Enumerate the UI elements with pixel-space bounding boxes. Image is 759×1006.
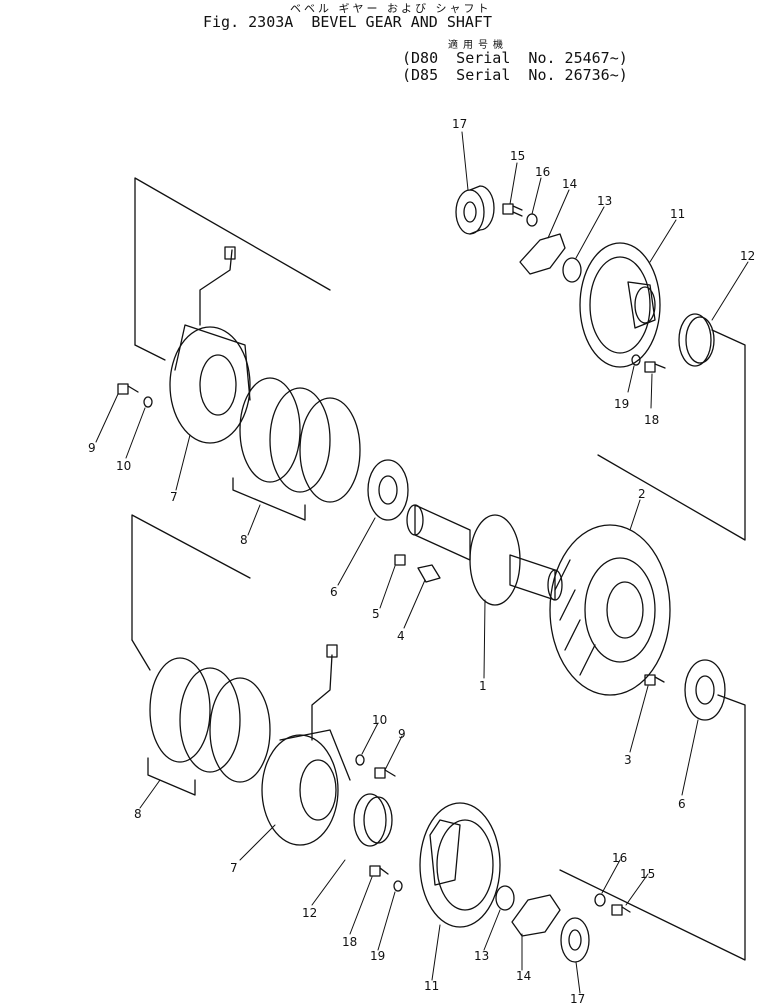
bearing-17-top [455, 185, 495, 235]
washer-19-top [631, 354, 641, 366]
callout-4: 4 [397, 629, 405, 643]
callout-6-lower: 6 [678, 797, 686, 811]
housing-11-lower [419, 802, 501, 928]
title-japanese: ベベル ギヤー および シャフト [290, 2, 492, 15]
callout-17-lower: 17 [570, 992, 585, 1006]
bolt-15-lower [611, 904, 631, 916]
callout-17-top: 17 [452, 117, 467, 131]
washer-19-lower [393, 880, 403, 892]
callout-19-top: 19 [614, 397, 629, 411]
bolt-18-lower [369, 865, 389, 877]
figure-title: Fig. 2303A BEVEL GEAR AND SHAFT [203, 13, 492, 31]
callout-6-top: 6 [330, 585, 338, 599]
bolt-18-top [644, 361, 666, 373]
gasket-14-top [519, 233, 566, 275]
callout-15-lower: 15 [640, 867, 655, 881]
seal-12-top [678, 313, 715, 367]
callout-16-lower: 16 [612, 851, 627, 865]
housing-11-top [579, 242, 661, 368]
callout-7-lower: 7 [230, 861, 238, 875]
seal-13-top [562, 257, 582, 283]
callouts: 17 15 16 14 13 11 12 19 18 9 10 7 8 6 5 … [88, 117, 755, 1006]
washer-16-lower [594, 893, 606, 907]
shims-8-lower [147, 657, 271, 796]
washer-10-top [143, 396, 153, 408]
callout-15-top: 15 [510, 149, 525, 163]
callout-2: 2 [638, 487, 646, 501]
bolt-9-top [117, 383, 139, 395]
callout-14-top: 14 [562, 177, 577, 191]
cage-7-lower [261, 644, 351, 846]
callout-19-lower: 19 [370, 949, 385, 963]
callout-3: 3 [624, 753, 632, 767]
assembly-lines [131, 177, 746, 961]
callout-12-top: 12 [740, 249, 755, 263]
callout-11-lower: 11 [424, 979, 439, 993]
callout-1: 1 [479, 679, 487, 693]
shims-8-top [232, 377, 361, 521]
serial-line-d85: (D85 Serial No. 26736~) [402, 66, 628, 84]
bolt-9-lower [374, 767, 396, 779]
gasket-14-lower [511, 894, 561, 937]
callout-18-lower: 18 [342, 935, 357, 949]
shaft-1 [406, 504, 563, 606]
callout-10-top: 10 [116, 459, 131, 473]
callout-18-top: 18 [644, 413, 659, 427]
bevel-gear-2 [549, 524, 671, 696]
bearing-17-lower [560, 917, 590, 963]
bearing-6-lower [684, 659, 726, 721]
callout-8-top: 8 [240, 533, 248, 547]
callout-8-lower: 8 [134, 807, 142, 821]
callout-16-top: 16 [535, 165, 550, 179]
serial-heading: 適用号機 [448, 40, 508, 51]
callout-14-lower: 14 [516, 969, 531, 983]
callout-7-top: 7 [170, 490, 178, 504]
callout-13-top: 13 [597, 194, 612, 208]
washer-10-lower [355, 754, 365, 766]
callout-12-lower: 12 [302, 906, 317, 920]
cage-7-top [169, 246, 251, 444]
washer-16-top [526, 213, 538, 227]
callout-9-top: 9 [88, 441, 96, 455]
bolt-15-top [502, 203, 523, 217]
callout-11-top: 11 [670, 207, 685, 221]
serial-line-d80: (D80 Serial No. 25467~) [402, 49, 628, 67]
callout-9-lower: 9 [398, 727, 406, 741]
leader-lines [95, 131, 749, 994]
callout-5: 5 [372, 607, 380, 621]
callout-13-lower: 13 [474, 949, 489, 963]
seal-13-lower [495, 885, 515, 911]
bolt-3 [644, 674, 665, 686]
bearing-6-top [367, 459, 409, 521]
callout-10-lower: 10 [372, 713, 387, 727]
nut-5 [394, 554, 406, 566]
lockplate-4 [417, 564, 441, 583]
seal-12-lower [353, 793, 393, 847]
